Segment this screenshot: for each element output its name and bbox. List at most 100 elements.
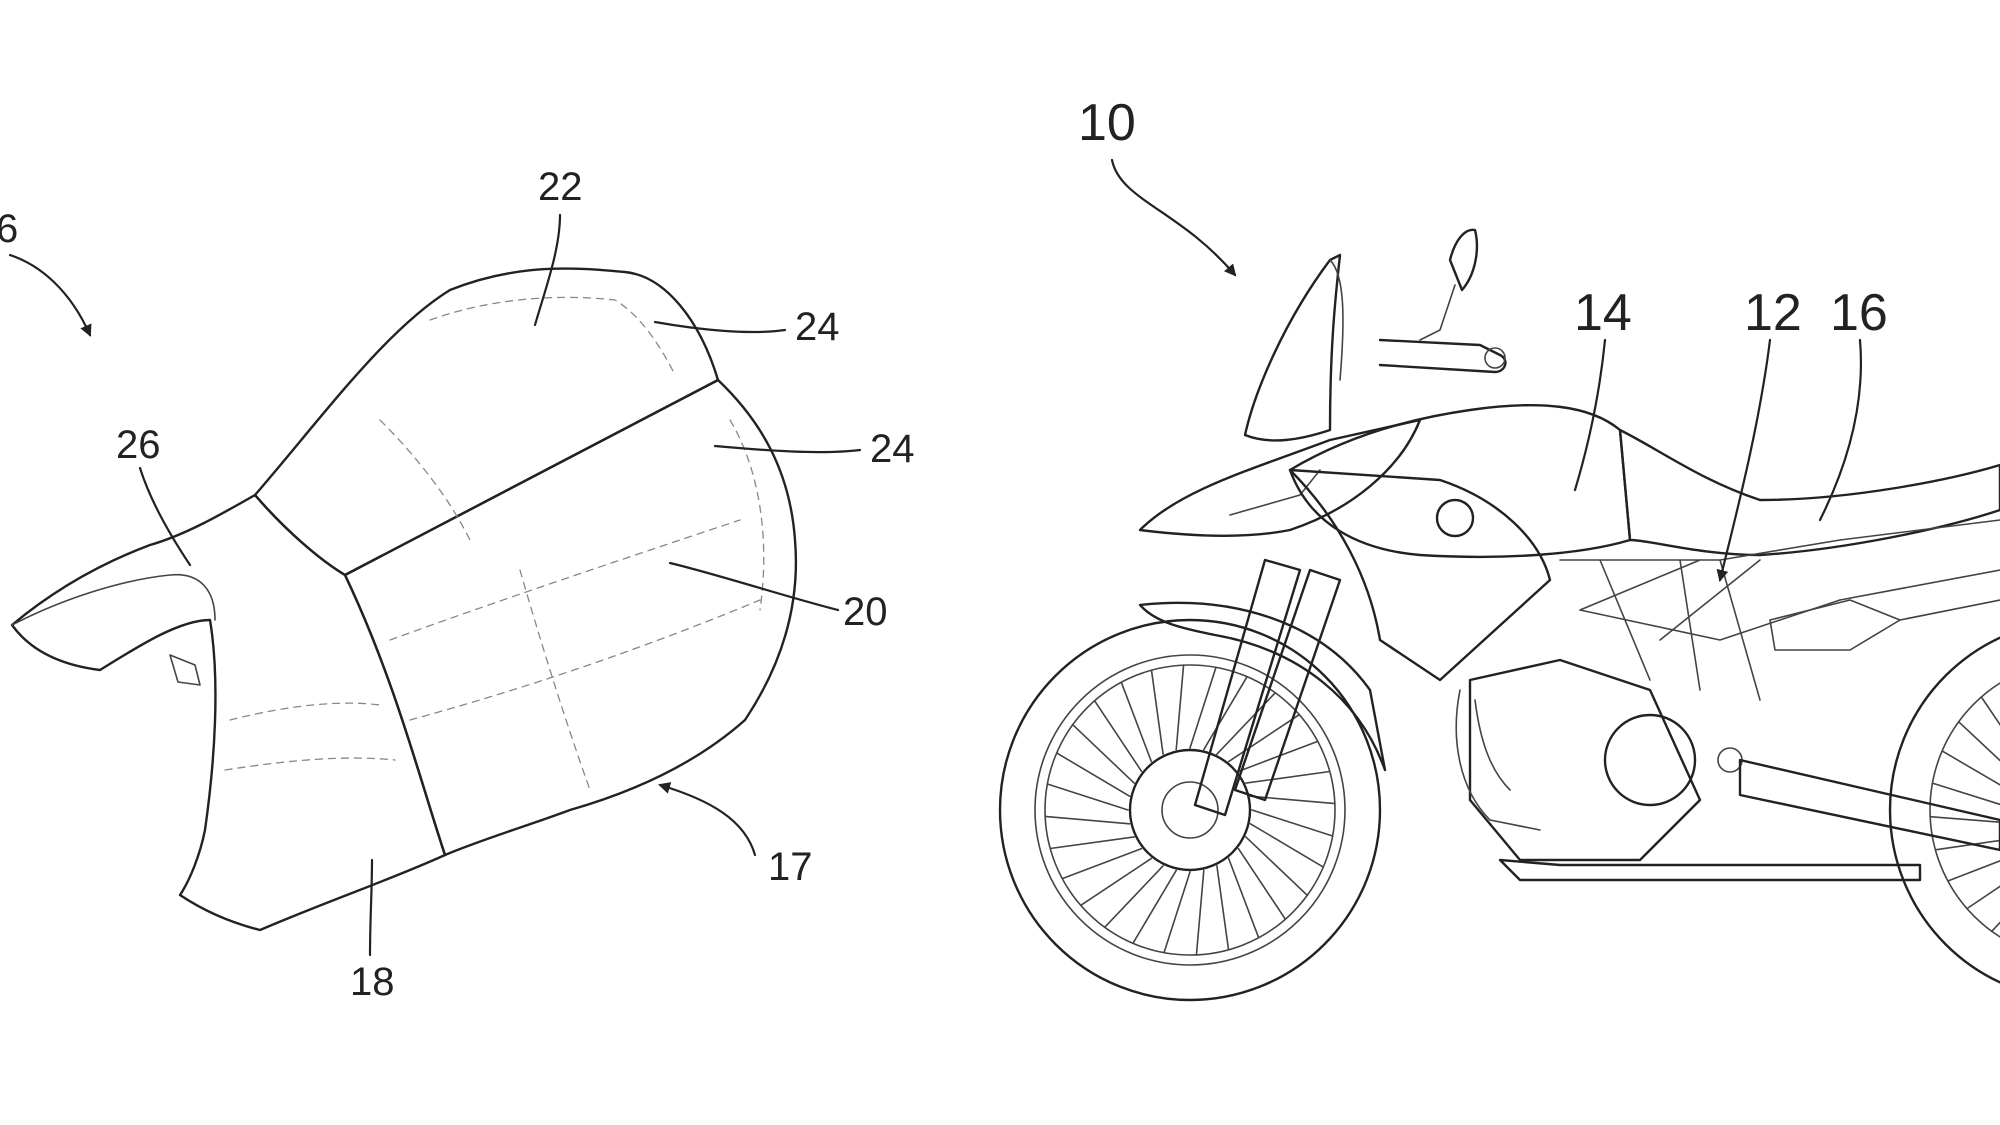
wheel-spoke (1980, 696, 2000, 727)
label-16: 16 (1830, 284, 1888, 342)
leader-16 (1818, 338, 1863, 522)
label-26: 26 (116, 423, 161, 467)
leader-24-upper (653, 320, 787, 334)
label-24-upper: 24 (795, 305, 840, 349)
handlebar (1378, 338, 1507, 374)
pillion-seat-outline (253, 267, 720, 577)
wheel-spoke (1132, 869, 1178, 945)
wheel-spoke (1103, 865, 1164, 929)
wheel-spoke (1249, 822, 1325, 868)
bar-end (1484, 347, 1506, 369)
seat-pillion-inner (429, 296, 676, 376)
label-22: 22 (538, 165, 583, 209)
wheel-spoke (1202, 675, 1248, 751)
seat-rider-inner (729, 419, 765, 611)
engine-block (1468, 658, 1702, 862)
label-14: 14 (1574, 284, 1632, 342)
footpeg-pivot (1717, 747, 1743, 773)
wheel-spoke (1120, 681, 1153, 763)
seat-side-contour-1 (229, 702, 381, 721)
wheel-spoke (1046, 783, 1129, 811)
wheel-spoke (1931, 782, 2000, 806)
wheel-spoke (1251, 809, 1334, 837)
mirror-stem (1419, 284, 1456, 341)
rear-wheel (1888, 636, 2000, 984)
wheel-spoke (1934, 839, 2000, 851)
windscreen-inner (1329, 259, 1344, 381)
wheel-spoke (1941, 750, 2000, 786)
seat-side-contour-4 (409, 599, 761, 721)
label-17: 17 (768, 845, 813, 889)
front-wheel (998, 618, 1382, 1002)
wheel-spoke (1150, 669, 1164, 755)
leader-18 (368, 858, 374, 957)
leader-26 (138, 466, 192, 567)
wheel-spoke (1227, 857, 1260, 939)
label-16-partial: 6 (0, 207, 18, 251)
headlight (1229, 469, 1321, 516)
wheel-spoke (1071, 723, 1135, 784)
wheel-spoke (1957, 720, 2000, 762)
seat-leaders (8, 213, 862, 957)
side-panel (1769, 599, 1901, 651)
seat-assembly (10, 267, 798, 932)
wheel-spoke (1947, 859, 2000, 882)
engine-cover (1603, 713, 1697, 807)
leader-24-lower (713, 444, 862, 454)
seat-side-contour-2 (224, 757, 396, 771)
seat-side-contour-5 (519, 569, 591, 791)
seat-mount-tab (169, 654, 201, 686)
wheel-spoke (1245, 770, 1331, 784)
swingarm (1738, 758, 2000, 852)
label-12: 12 (1744, 284, 1802, 342)
front-fork-2 (1233, 568, 1342, 802)
leader-16-arrow (8, 253, 92, 337)
leader-17-arrow (658, 782, 757, 857)
wheel-spoke (1175, 664, 1185, 751)
seat-front-nose (10, 493, 447, 932)
wheel-spoke (1237, 847, 1287, 921)
wheel-spoke (1245, 836, 1309, 897)
leader-12-arrow (1716, 338, 1772, 582)
wheel-spoke (1049, 836, 1135, 850)
leader-22 (533, 213, 562, 327)
wheel-spoke (1990, 921, 2000, 933)
wheel-spoke (1195, 869, 1205, 956)
leader-20 (668, 561, 840, 612)
wheel-spoke (1093, 699, 1143, 773)
label-20: 20 (843, 590, 888, 634)
wheel-spoke (1929, 815, 2000, 824)
wheel-spoke (1189, 666, 1217, 749)
leader-14 (1573, 338, 1607, 492)
rider-seat-outline (343, 378, 798, 857)
seat-side-contour-3 (389, 519, 741, 641)
front-beak (1138, 418, 1422, 537)
wheel-spoke (1237, 740, 1319, 773)
frame-trellis (1559, 539, 1841, 701)
motorcycle (998, 228, 2000, 1002)
wheel-spoke (1216, 865, 1230, 951)
wheel-spoke (1044, 815, 1131, 825)
windscreen (1243, 253, 1342, 442)
label-18: 18 (350, 960, 395, 1004)
wheel-spoke (1061, 847, 1143, 880)
front-fork (1193, 558, 1302, 817)
wheel-spoke (1079, 857, 1153, 907)
bike-seat (1618, 428, 2000, 557)
radiator-shroud (1288, 468, 1552, 682)
wheel-spoke (1249, 795, 1336, 805)
front-fender (1138, 601, 1387, 772)
seat-nose-lip (11, 573, 216, 626)
wheel-spoke (1227, 713, 1301, 763)
crash-bar (1455, 689, 1541, 831)
skid-plate (1498, 858, 1922, 882)
rear-frame (1839, 519, 2000, 621)
mirror (1448, 228, 1479, 292)
label-24-lower: 24 (870, 427, 915, 471)
label-10: 10 (1078, 94, 1136, 152)
shroud-bolt (1435, 498, 1475, 538)
leader-10-arrow (1110, 158, 1237, 277)
motorcycle-leaders (1110, 158, 1863, 582)
wheel-spoke (1163, 871, 1191, 954)
